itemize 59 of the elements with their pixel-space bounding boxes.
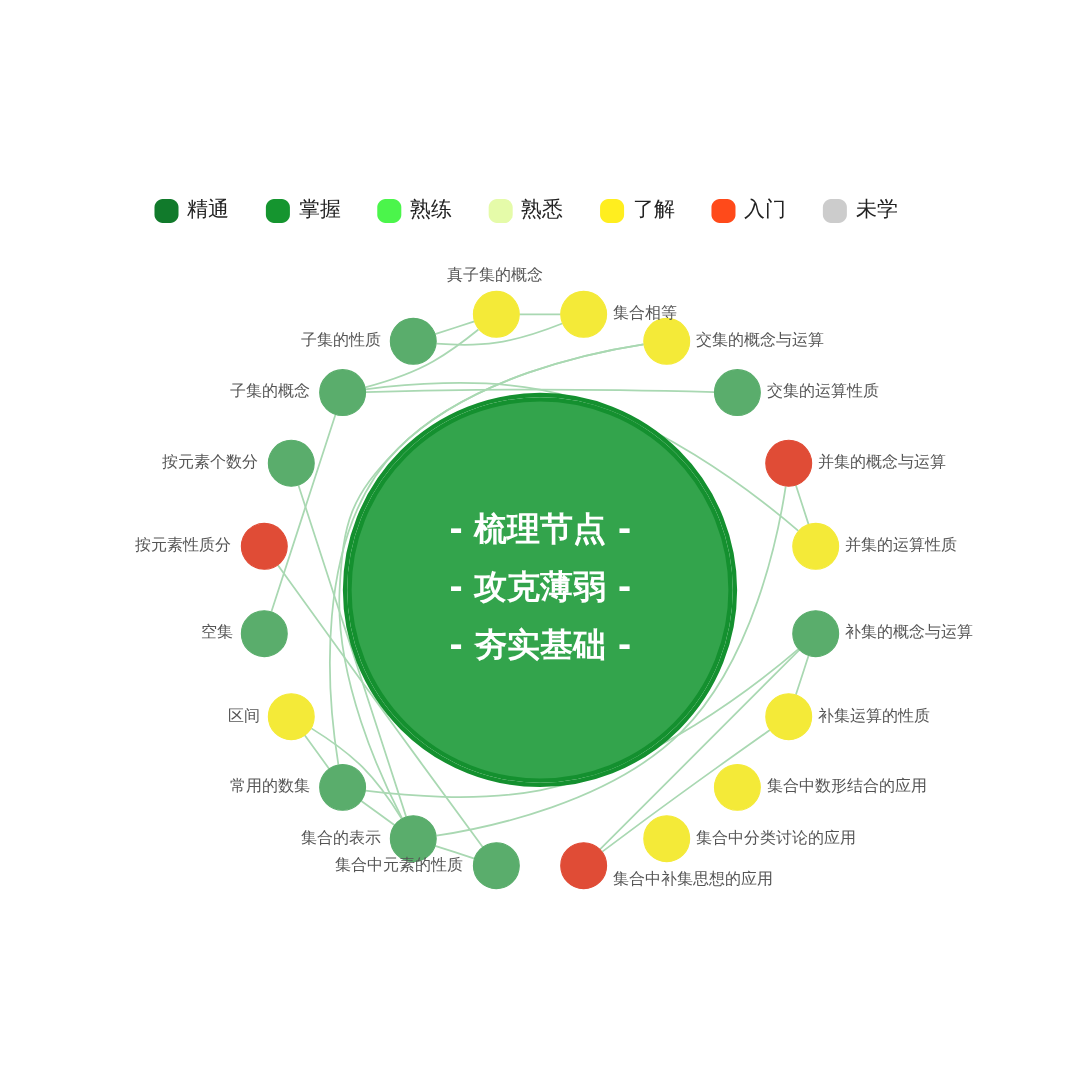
node-label: 并集的运算性质 — [845, 535, 958, 555]
node-label: 子集的性质 — [300, 330, 381, 350]
node-label: 真子集的概念 — [447, 264, 544, 284]
connector — [434, 320, 476, 336]
node-label: 常用的数集 — [230, 776, 311, 796]
node-label: 集合中分类讨论的应用 — [696, 827, 857, 847]
connector — [277, 564, 484, 848]
connector — [310, 727, 403, 820]
node-label: 并集的概念与运算 — [818, 452, 947, 472]
legend-label: 精通 — [187, 197, 230, 222]
node-circle: - 梳理节点 - - 攻克薄弱 - - 夯实基础 - — [342, 392, 738, 788]
connector — [435, 322, 564, 346]
node-circle — [240, 522, 288, 570]
node-circle — [560, 842, 608, 890]
node-label: 集合相等 — [613, 303, 678, 323]
node-label: 补集运算的性质 — [818, 705, 931, 725]
connector — [434, 844, 476, 860]
node-label: 空集 — [200, 622, 233, 642]
connector — [599, 649, 801, 851]
node-label: 集合中数形结合的应用 — [766, 776, 927, 796]
node-circle — [240, 610, 288, 658]
legend-label: 熟悉 — [521, 197, 564, 222]
node-circle — [792, 610, 840, 658]
node-label: 区间 — [227, 705, 260, 725]
node-circle — [792, 522, 840, 570]
connector — [270, 413, 337, 613]
node-circle — [267, 693, 315, 741]
node-label: 交集的运算性质 — [766, 381, 879, 401]
node-circle — [765, 693, 813, 741]
node-circle — [319, 369, 367, 417]
node-circle — [560, 290, 608, 338]
node-circle — [389, 317, 437, 365]
node-circle — [472, 290, 520, 338]
legend-label: 了解 — [632, 197, 675, 222]
node-label: 子集的概念 — [230, 381, 311, 401]
node-label: 集合的表示 — [300, 827, 381, 847]
connector — [794, 484, 810, 526]
connector — [601, 729, 771, 853]
node-circle — [319, 763, 367, 811]
legend-label: 入门 — [744, 197, 787, 222]
connector — [795, 654, 810, 696]
connector — [364, 328, 480, 389]
node-circle — [713, 763, 761, 811]
node-circle — [765, 439, 813, 487]
legend-label: 掌握 — [298, 197, 341, 222]
node-label: 补集的概念与运算 — [845, 622, 974, 642]
node-circle — [713, 369, 761, 417]
connector — [303, 734, 330, 770]
node-label: 按元素个数分 — [162, 452, 259, 472]
node-circle — [643, 815, 691, 863]
node-label: 按元素性质分 — [135, 535, 232, 555]
node-circle — [472, 842, 520, 890]
legend-label: 未学 — [855, 197, 898, 222]
node-label: 集合中补集思想的应用 — [613, 868, 774, 888]
legend-label: 熟练 — [410, 197, 453, 222]
node-circle — [267, 439, 315, 487]
node-label: 交集的概念与运算 — [696, 330, 825, 350]
connector — [297, 484, 408, 818]
connector — [360, 800, 396, 827]
